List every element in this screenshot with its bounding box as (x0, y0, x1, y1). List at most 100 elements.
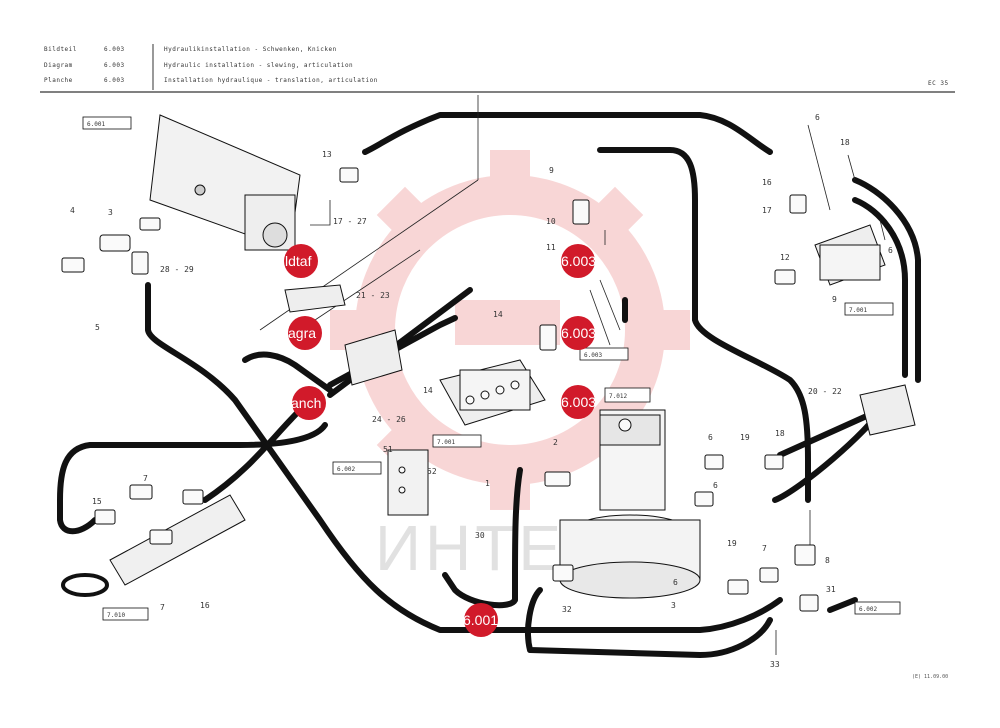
ref-box-8-label: 6.002 (859, 606, 877, 613)
callout-21-23: 21 - 23 (356, 291, 390, 300)
callout-52: 52 (427, 467, 437, 476)
callout-14b: 14 (423, 386, 433, 395)
hose-18-right (852, 177, 921, 383)
hose-13-16 (362, 112, 773, 155)
callout-8: 8 (825, 556, 830, 565)
badge-6003-b-label: 6.003 (561, 325, 596, 341)
callout-3: 3 (108, 208, 113, 217)
callout-14: 14 (493, 310, 503, 319)
fitting-14-icon (539, 324, 557, 351)
badge-ldtaf-label: ldtaf (285, 253, 312, 269)
fitting-12-icon (774, 269, 796, 285)
ref-box-7-label: 7.010 (107, 612, 125, 619)
hose-32-33 (525, 587, 773, 658)
swivel-joint-icon (559, 409, 701, 599)
header-label-2: Diagram (44, 62, 73, 69)
clamp-21-23-icon (284, 284, 346, 313)
fitting-6b-icon (694, 491, 714, 507)
badge-6003-c[interactable] (561, 385, 595, 419)
header-code-2: 6.003 (104, 62, 125, 69)
ref-box-4 (432, 434, 482, 448)
badge-anch[interactable] (292, 386, 326, 420)
clamp-20-22-icon (859, 384, 916, 436)
callout-numbers: 1 2 3 3 4 5 6 6 6 6 6 7 7 7 8 9 9 10 11 … (70, 113, 893, 669)
hydraulic-pump-icon (149, 114, 301, 251)
callout-19: 19 (740, 433, 750, 442)
callout-15: 15 (92, 497, 102, 506)
callout-24-26: 24 - 26 (372, 415, 406, 424)
callout-11: 11 (546, 243, 556, 252)
ref-box-5-label: 7.012 (609, 393, 627, 400)
hose-15-loop (57, 422, 328, 535)
small-valve-6002-icon (387, 449, 429, 516)
badge-agra[interactable] (288, 316, 322, 350)
callout-30: 30 (475, 531, 485, 540)
callout-6c: 6 (708, 433, 713, 442)
right-valve-block-icon (814, 224, 886, 286)
header-code-3: 6.003 (104, 77, 125, 84)
control-valve-block-icon (439, 359, 546, 426)
fitting-3b-icon (727, 579, 749, 595)
callout-18: 18 (840, 138, 850, 147)
badge-6001-label: 6.001 (463, 612, 498, 628)
ref-box-6 (332, 461, 382, 475)
fitting-7-icon (759, 567, 779, 583)
hose-19-a (777, 407, 883, 458)
hose-cyl-up (202, 407, 303, 503)
badge-ldtaf[interactable] (284, 244, 318, 278)
callout-6: 6 (815, 113, 820, 122)
hose-9-8 (597, 147, 811, 503)
callout-33: 33 (770, 660, 780, 669)
elbow-icon (131, 251, 149, 275)
header-text-1: Hydraulikinstallation - Schwenken, Knick… (164, 46, 337, 53)
ref-box-8 (854, 601, 901, 615)
fitting-18b-icon (764, 454, 784, 470)
ref-box-7 (102, 607, 149, 621)
ref-box-4-label: 7.001 (437, 439, 455, 446)
footer-code: (E) 11.09.00 (912, 674, 948, 680)
fitting-4-icon (61, 257, 85, 273)
fitting-17-icon (789, 194, 807, 214)
fitting-2-icon (139, 217, 161, 231)
badge-6003-a[interactable] (561, 244, 595, 278)
page-ref: EC 35 (928, 80, 949, 87)
badge-6003-b[interactable] (561, 316, 595, 350)
callout-20-22: 20 - 22 (808, 387, 842, 396)
callout-19b: 19 (727, 539, 737, 548)
fitting-15-icon (94, 509, 116, 525)
callout-7c: 7 (762, 544, 767, 553)
badge-6003-a-label: 6.003 (561, 253, 596, 269)
badge-agra-label: agra (288, 325, 316, 341)
ref-box-2-label: 7.001 (849, 307, 867, 314)
fitting-13-icon (339, 167, 359, 183)
callout-7: 7 (143, 474, 148, 483)
header-text-2: Hydraulic installation - slewing, articu… (164, 62, 354, 69)
hose-17-right (852, 197, 908, 378)
hose-1-30 (442, 467, 523, 609)
callout-1: 1 (485, 479, 490, 488)
callout-16: 16 (762, 178, 772, 187)
fitting-10-icon (572, 199, 590, 225)
fitting-16-icon (182, 489, 204, 505)
callout-51: 51 (383, 445, 393, 454)
callout-9b: 9 (832, 295, 837, 304)
callout-17: 17 (762, 206, 772, 215)
callout-9: 9 (549, 166, 554, 175)
badge-6001[interactable] (464, 603, 498, 637)
header-label-1: Bildteil (44, 46, 77, 53)
fitting-32-icon (552, 564, 574, 582)
fitting-6a-icon (704, 454, 724, 470)
badge-6003-c-label: 6.003 (561, 394, 596, 410)
header-code-1: 6.003 (104, 46, 125, 53)
callout-7b: 7 (160, 603, 165, 612)
callout-2: 2 (553, 438, 558, 447)
badge-anch-label: anch (291, 395, 321, 411)
ref-box-3-label: 6.003 (584, 352, 602, 359)
callout-5: 5 (95, 323, 100, 332)
ref-boxes: 6.001 7.001 6.003 7.001 7.012 6.002 7.01… (82, 116, 901, 621)
hose-lines (57, 112, 921, 658)
callout-28-29: 28 - 29 (160, 265, 194, 274)
ref-box-1-label: 6.001 (87, 121, 105, 128)
callout-4: 4 (70, 206, 75, 215)
